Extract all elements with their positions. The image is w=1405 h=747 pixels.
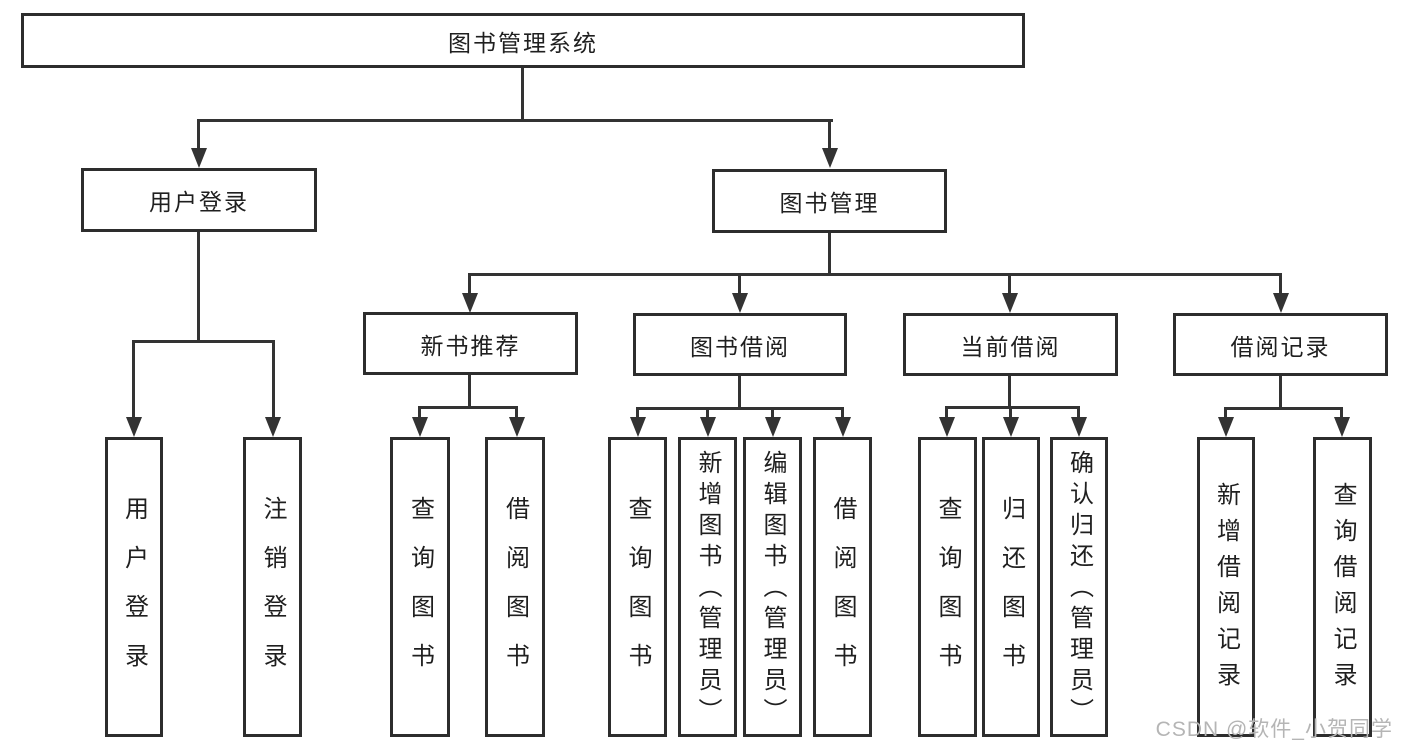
connector-book-borrow-crossbar xyxy=(636,407,844,410)
connector-drop-bb-edit xyxy=(771,407,774,420)
connector-new-book-stem xyxy=(468,375,471,409)
connector-drop-nb-query xyxy=(418,406,421,420)
leaf-borrow-query-books: 查询图书 xyxy=(608,437,667,737)
leaf-borrow-edit-books-admin: 编辑图书（管理员） xyxy=(743,437,802,737)
connector-drop-cb-return xyxy=(1009,406,1012,420)
connector-current-borrow-stem xyxy=(1008,376,1011,409)
leaf-newbook-query-books: 查询图书 xyxy=(390,437,450,737)
leaf-current-confirm-return-admin: 确认归还（管理员） xyxy=(1050,437,1108,737)
connector-borrow-records-stem xyxy=(1279,376,1282,410)
connector-new-book-crossbar xyxy=(418,406,518,409)
connector-drop-bb-add xyxy=(706,407,709,420)
leaf-current-query-books: 查询图书 xyxy=(918,437,977,737)
leaf-records-query-record: 查询借阅记录 xyxy=(1313,437,1372,737)
arrow-down-book-borrow xyxy=(732,293,748,313)
arrow-down-user-login xyxy=(191,148,207,168)
arrow-down-nb-borrow xyxy=(509,417,525,437)
connector-drop-bb-borrow xyxy=(841,407,844,420)
arrow-down-bb-edit xyxy=(765,417,781,437)
connector-book-borrow-stem xyxy=(738,376,741,410)
connector-user-login-stem xyxy=(197,232,200,343)
connector-drop-book-borrow xyxy=(738,273,741,296)
connector-book-management-stem xyxy=(828,233,831,276)
leaf-logout: 注销登录 xyxy=(243,437,302,737)
leaf-records-add-record: 新增借阅记录 xyxy=(1197,437,1255,737)
connector-level3-crossbar xyxy=(468,273,1282,276)
node-current-borrow: 当前借阅 xyxy=(903,313,1118,376)
connector-borrow-records-crossbar xyxy=(1224,407,1343,410)
arrow-down-new-book xyxy=(462,293,478,313)
arrow-down-nb-query xyxy=(412,417,428,437)
connector-drop-nb-borrow xyxy=(515,406,518,420)
arrow-down-bb-borrow xyxy=(835,417,851,437)
arrow-down-current-borrow xyxy=(1002,293,1018,313)
connector-drop-br-add xyxy=(1224,407,1227,420)
leaf-borrow-borrow-books: 借阅图书 xyxy=(813,437,872,737)
arrow-down-book-management xyxy=(822,148,838,168)
arrow-down-cb-query xyxy=(939,417,955,437)
node-book-management: 图书管理 xyxy=(712,169,947,233)
arrow-down-borrow-records xyxy=(1273,293,1289,313)
leaf-newbook-borrow-books: 借阅图书 xyxy=(485,437,545,737)
arrow-down-br-add xyxy=(1218,417,1234,437)
connector-root-crossbar xyxy=(197,119,833,122)
connector-drop-br-query xyxy=(1340,407,1343,420)
node-borrow-records: 借阅记录 xyxy=(1173,313,1388,376)
arrow-down-bb-add xyxy=(700,417,716,437)
leaf-user-login: 用户登录 xyxy=(105,437,163,737)
arrow-down-bb-query xyxy=(630,417,646,437)
connector-drop-current-borrow xyxy=(1008,273,1011,296)
connector-current-borrow-crossbar xyxy=(945,406,1080,409)
arrow-down-cb-return xyxy=(1003,417,1019,437)
node-user-login: 用户登录 xyxy=(81,168,317,232)
connector-drop-bb-query xyxy=(636,407,639,420)
arrow-down-leaf-login xyxy=(126,417,142,437)
node-book-borrow: 图书借阅 xyxy=(633,313,847,376)
connector-user-login-crossbar xyxy=(132,340,275,343)
leaf-current-return-books: 归还图书 xyxy=(982,437,1040,737)
connector-drop-borrow-records xyxy=(1279,273,1282,296)
node-new-book-recommend: 新书推荐 xyxy=(363,312,578,375)
arrow-down-leaf-logout xyxy=(265,417,281,437)
connector-drop-cb-query xyxy=(945,406,948,420)
leaf-borrow-add-books-admin: 新增图书（管理员） xyxy=(678,437,737,737)
arrow-down-cb-confirm xyxy=(1071,417,1087,437)
connector-drop-book-management xyxy=(828,119,831,152)
arrow-down-br-query xyxy=(1334,417,1350,437)
connector-drop-new-book xyxy=(468,273,471,296)
node-library-management-system: 图书管理系统 xyxy=(21,13,1025,68)
connector-drop-leaf-login xyxy=(132,340,135,419)
connector-drop-cb-confirm xyxy=(1077,406,1080,420)
connector-root-stem xyxy=(521,68,524,122)
connector-drop-user-login xyxy=(197,119,200,152)
connector-drop-leaf-logout xyxy=(272,340,275,419)
